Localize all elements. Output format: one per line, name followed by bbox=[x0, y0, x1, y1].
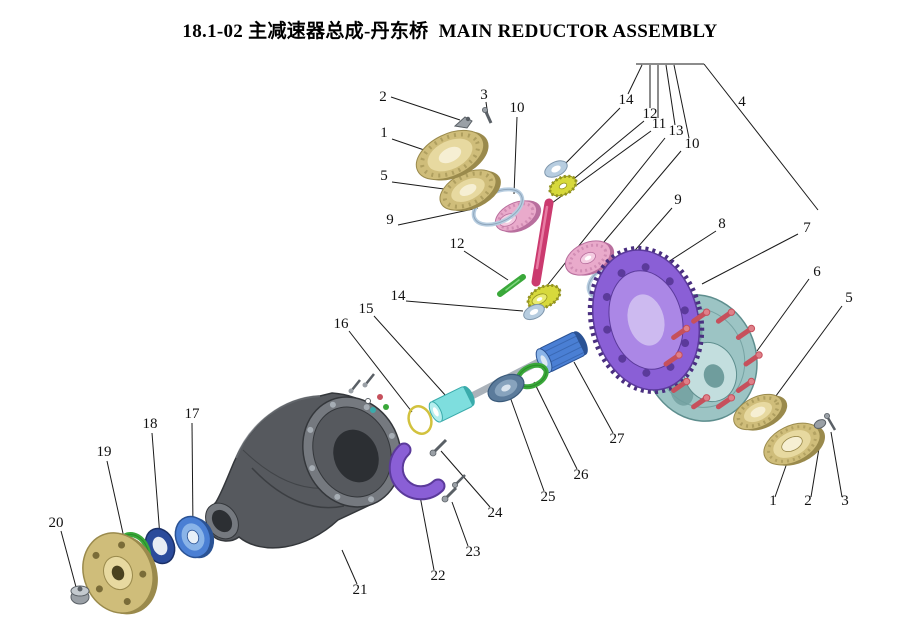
callout-label: 16 bbox=[334, 316, 350, 332]
callout-label: 1 bbox=[380, 125, 388, 141]
callout-label: 15 bbox=[359, 301, 374, 317]
part-gear-12-top bbox=[548, 174, 578, 198]
leader-lines bbox=[60, 63, 843, 588]
callout-label: 25 bbox=[541, 489, 556, 505]
callout-label: 14 bbox=[619, 92, 635, 108]
ring-gear-bolt-holes bbox=[602, 263, 690, 377]
callout-label: 18 bbox=[143, 416, 158, 432]
callout-label: 26 bbox=[574, 467, 590, 483]
callout-label: 3 bbox=[480, 87, 488, 103]
small-white-washer bbox=[365, 398, 371, 404]
callout-label: 5 bbox=[380, 168, 388, 184]
housing-nose-opening bbox=[205, 502, 239, 540]
page-title: 18.1-02 主减速器总成-丹东桥 MAIN REDUCTOR ASSEMBL… bbox=[182, 21, 718, 42]
part-bolt-24 bbox=[429, 438, 448, 457]
small-green-washer bbox=[383, 404, 389, 410]
part-bearing-17 bbox=[174, 515, 215, 559]
callout-label: 1 bbox=[769, 493, 777, 509]
callout-label: 10 bbox=[510, 100, 525, 116]
part-bearing-cap bbox=[388, 442, 446, 501]
callout-label: 20 bbox=[49, 515, 64, 531]
part-flange-yoke bbox=[82, 532, 158, 615]
callout-label: 19 bbox=[97, 444, 112, 460]
callout-label: 8 bbox=[718, 216, 726, 232]
callout-label: 3 bbox=[841, 493, 849, 509]
callout-label: 27 bbox=[610, 431, 626, 447]
part-bolt-3-left bbox=[481, 107, 493, 124]
small-red-washer bbox=[377, 394, 383, 400]
callout-label: 6 bbox=[813, 264, 821, 280]
part-housing bbox=[205, 392, 402, 549]
callout-label: 14 bbox=[391, 288, 407, 304]
callout-label: 10 bbox=[685, 136, 700, 152]
part-oring-16 bbox=[407, 405, 433, 435]
part-seal-18 bbox=[144, 527, 176, 565]
part-case-bolts-6 bbox=[663, 308, 763, 410]
part-bolt-3-right bbox=[824, 412, 837, 431]
callout-label: 4 bbox=[738, 94, 746, 110]
callout-label: 17 bbox=[185, 406, 201, 422]
part-lock-pin-12 bbox=[497, 274, 526, 297]
part-lock-nut-1-right bbox=[763, 422, 826, 466]
part-planet-gear-13 bbox=[526, 283, 562, 311]
callout-label: 5 bbox=[845, 290, 853, 306]
callout-label: 22 bbox=[431, 568, 446, 584]
callout-label: 2 bbox=[804, 493, 812, 509]
part-ring-gear-7 bbox=[587, 245, 705, 395]
part-bolts-23 bbox=[441, 474, 466, 503]
part-cross-shaft-11 bbox=[531, 198, 554, 287]
callout-label: 21 bbox=[353, 582, 368, 598]
part-plug-20 bbox=[70, 585, 90, 605]
part-sleeve-15 bbox=[428, 385, 475, 423]
callout-labels: 2 3 10 14 12 11 13 10 4 1 5 9 12 14 15 1… bbox=[49, 87, 853, 598]
callout-label: 9 bbox=[386, 212, 394, 228]
part-bearing-25 bbox=[487, 373, 525, 403]
callout-label: 9 bbox=[674, 192, 682, 208]
callout-label: 7 bbox=[803, 220, 811, 236]
part-bearing-1-left bbox=[415, 129, 489, 181]
part-thrust-washer-14-top bbox=[544, 160, 568, 178]
callout-label: 12 bbox=[643, 106, 658, 122]
part-bearing-5-right bbox=[733, 393, 788, 431]
callout-label: 13 bbox=[669, 123, 684, 139]
callout-label: 11 bbox=[652, 116, 666, 132]
part-lock-clamp-2-left bbox=[453, 116, 473, 129]
small-cyan-washer bbox=[370, 407, 376, 413]
callout-label: 24 bbox=[488, 505, 504, 521]
callout-label: 2 bbox=[379, 89, 387, 105]
part-thrust-washer-14-center bbox=[523, 303, 545, 321]
part-lock-washer-2-right bbox=[813, 419, 827, 429]
callout-label: 23 bbox=[466, 544, 481, 560]
callout-label: 12 bbox=[450, 236, 465, 252]
part-side-gear-10-left bbox=[494, 200, 542, 233]
small-hardware bbox=[348, 373, 389, 413]
